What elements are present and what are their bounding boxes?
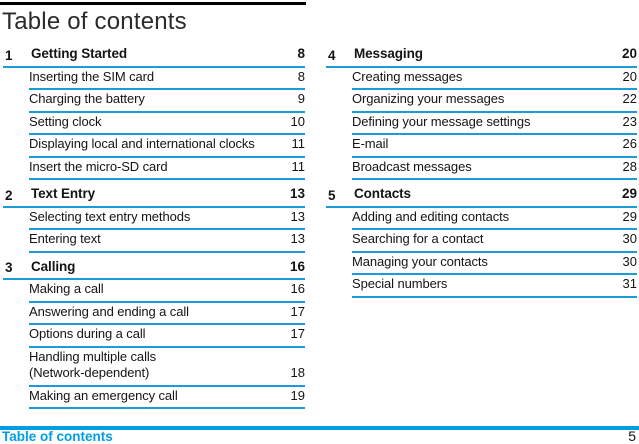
section-title: Organizing your messages — [352, 91, 505, 106]
toc-section-entry[interactable]: Entering text 13 — [29, 230, 305, 253]
toc-section-entry[interactable]: Inserting the SIM card 8 — [29, 68, 305, 90]
section-title: Defining your message settings — [352, 113, 531, 129]
toc-section-entry[interactable]: Creating messages 20 — [352, 68, 637, 90]
section-title: Selecting text entry methods — [29, 208, 191, 224]
toc-section-entry[interactable]: Charging the battery 9 — [29, 90, 305, 113]
section-title: Inserting the SIM card — [29, 68, 154, 84]
section-page-number: 23 — [622, 113, 637, 129]
section-title: Setting clock — [29, 113, 102, 129]
section-title: Searching for a contact — [352, 231, 484, 246]
toc-section-entry[interactable]: E-mail 26 — [352, 135, 637, 158]
footer-page-number: 5 — [628, 428, 636, 444]
section-page-number: 11 — [291, 158, 306, 174]
toc-section-entry[interactable]: Defining your message settings 23 — [352, 113, 637, 135]
footer-rule — [0, 426, 639, 430]
section-title: Making a call — [29, 281, 104, 296]
chapter-number: 3 — [5, 260, 13, 275]
chapter-number: 2 — [5, 187, 13, 203]
toc-section-entry[interactable]: Setting clock 10 — [29, 113, 305, 135]
section-title: Creating messages — [352, 68, 463, 84]
chapter-page-number: 16 — [289, 258, 305, 274]
section-page-number: 29 — [622, 208, 637, 224]
section-page-number: 8 — [297, 68, 305, 84]
toc-section-entry[interactable]: Selecting text entry methods 13 — [29, 208, 305, 230]
section-title: Answering and ending a call — [29, 303, 189, 319]
top-rule — [0, 2, 306, 5]
toc-section-entry[interactable]: Answering and ending a call 17 — [29, 303, 305, 325]
section-page-number: 17 — [290, 326, 305, 341]
section-title: Entering text — [29, 231, 101, 246]
toc-section-entry[interactable]: Insert the micro-SD card 11 — [29, 158, 306, 180]
chapter-page-number: 13 — [289, 186, 305, 201]
section-page-number: 31 — [622, 276, 637, 291]
chapter-title: Contacts — [354, 186, 411, 201]
footer-label: Table of contents — [2, 429, 113, 444]
section-page-number: 26 — [622, 136, 637, 151]
chapter-page-number: 29 — [621, 186, 637, 201]
chapter-title: Getting Started — [31, 46, 128, 61]
section-title: Special numbers — [352, 276, 448, 291]
toc-section-entry[interactable]: Handling multiple calls (Network-depende… — [29, 348, 305, 387]
toc-chapter-entry[interactable]: 1 Getting Started 8 — [3, 45, 305, 68]
chapter-page-number: 8 — [297, 46, 305, 61]
section-page-number: 30 — [622, 253, 637, 269]
toc-chapter-entry[interactable]: 3 Calling 16 — [3, 258, 305, 280]
toc-section-entry[interactable]: Special numbers 31 — [352, 275, 637, 298]
chapter-title: Messaging — [354, 46, 423, 61]
toc-chapter-entry[interactable]: 5 Contacts 29 — [326, 185, 637, 208]
section-page-number: 13 — [290, 208, 305, 224]
section-title: E-mail — [352, 136, 389, 151]
section-title: Insert the micro-SD card — [29, 158, 168, 174]
toc-section-entry[interactable]: Options during a call 17 — [29, 325, 305, 348]
toc-section-entry[interactable]: Adding and editing contacts 29 — [352, 208, 637, 230]
chapter-number: 1 — [5, 47, 13, 63]
footer: Table of contents 5 — [0, 429, 639, 444]
section-title: Broadcast messages — [352, 158, 472, 174]
toc-chapter-entry[interactable]: 4 Messaging 20 — [326, 45, 637, 68]
toc-chapter-entry[interactable]: 2 Text Entry 13 — [3, 185, 305, 208]
toc-section-entry[interactable]: Searching for a contact 30 — [352, 230, 637, 253]
chapter-page-number: 20 — [621, 46, 637, 61]
section-page-number: 13 — [290, 231, 305, 246]
section-page-number: 16 — [290, 281, 305, 296]
toc-section-entry[interactable]: Making a call 16 — [29, 280, 305, 303]
section-title: Making an emergency call — [29, 387, 178, 403]
section-page-number: 11 — [291, 136, 306, 151]
section-page-number: 19 — [290, 387, 305, 403]
section-title: Adding and editing contacts — [352, 208, 510, 224]
chapter-number: 4 — [328, 47, 336, 63]
section-page-number: 10 — [290, 113, 305, 129]
toc-section-entry[interactable]: Displaying local and international clock… — [29, 135, 305, 158]
section-title: Charging the battery — [29, 91, 145, 106]
page-title: Table of contents — [2, 8, 187, 35]
section-page-number: 20 — [622, 68, 637, 84]
chapter-title: Text Entry — [31, 186, 96, 201]
toc-section-entry[interactable]: Managing your contacts 30 — [352, 253, 637, 275]
toc-section-entry[interactable]: Organizing your messages 22 — [352, 90, 637, 113]
chapter-number: 5 — [328, 187, 336, 203]
section-page-number: 18 — [290, 365, 305, 380]
section-title: Displaying local and international clock… — [29, 136, 255, 151]
toc-section-entry[interactable]: Making an emergency call 19 — [29, 387, 305, 409]
section-title: Managing your contacts — [352, 253, 488, 269]
section-page-number: 17 — [290, 303, 305, 319]
toc-section-entry[interactable]: Broadcast messages 28 — [352, 158, 637, 180]
section-title: Options during a call — [29, 326, 146, 341]
section-page-number: 30 — [622, 231, 637, 246]
chapter-title: Calling — [31, 258, 76, 274]
section-title: Handling multiple calls (Network-depende… — [29, 348, 157, 381]
section-page-number: 9 — [297, 91, 305, 106]
section-page-number: 28 — [622, 158, 637, 174]
section-page-number: 22 — [622, 91, 637, 106]
